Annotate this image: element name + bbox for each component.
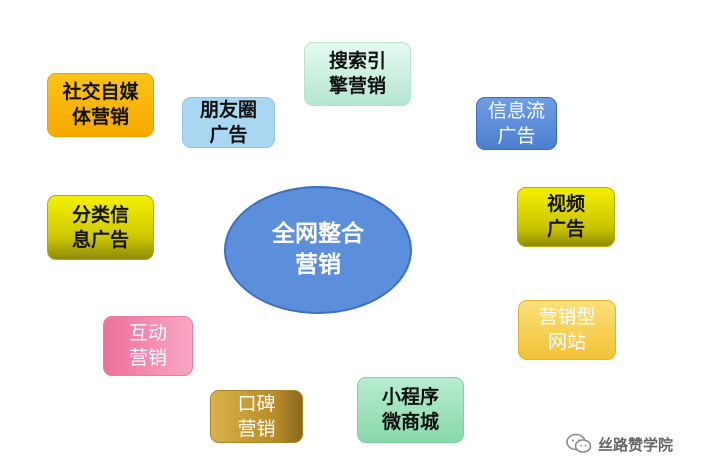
node-social-media-marketing: 社交自媒 体营销	[47, 73, 154, 137]
node-miniprogram-mall-label: 小程序 微商城	[381, 386, 439, 433]
node-interactive-marketing-label: 互动 营销	[128, 322, 167, 369]
node-feed-ads-label: 信息流 广告	[487, 99, 545, 147]
node-feed-ads: 信息流 广告	[476, 97, 557, 150]
node-video-ads: 视频 广告	[517, 187, 615, 247]
node-search-engine-marketing-label: 搜索引 擎营销	[328, 50, 386, 97]
node-marketing-website-label: 营销型 网站	[538, 306, 596, 353]
node-word-of-mouth-marketing: 口碑 营销	[210, 390, 303, 443]
node-moments-ads-label: 朋友圈 广告	[199, 98, 257, 146]
node-word-of-mouth-marketing-label: 口碑 营销	[237, 392, 276, 440]
node-miniprogram-mall: 小程序 微商城	[357, 377, 464, 443]
watermark: 丝路赞学院	[566, 432, 673, 456]
node-video-ads-label: 视频 广告	[546, 193, 585, 240]
node-interactive-marketing: 互动 营销	[103, 316, 193, 376]
node-marketing-website: 营销型 网站	[518, 300, 616, 360]
node-classified-ads-label: 分类信 息广告	[71, 203, 129, 251]
watermark-text: 丝路赞学院	[598, 435, 674, 454]
node-moments-ads: 朋友圈 广告	[182, 97, 275, 148]
node-search-engine-marketing: 搜索引 擎营销	[304, 42, 411, 106]
center-ellipse-integrated-marketing: 全网整合 营销	[224, 186, 412, 314]
node-social-media-marketing-label: 社交自媒 体营销	[62, 81, 139, 128]
node-classified-ads: 分类信 息广告	[47, 195, 154, 260]
wechat-icon	[566, 433, 592, 453]
